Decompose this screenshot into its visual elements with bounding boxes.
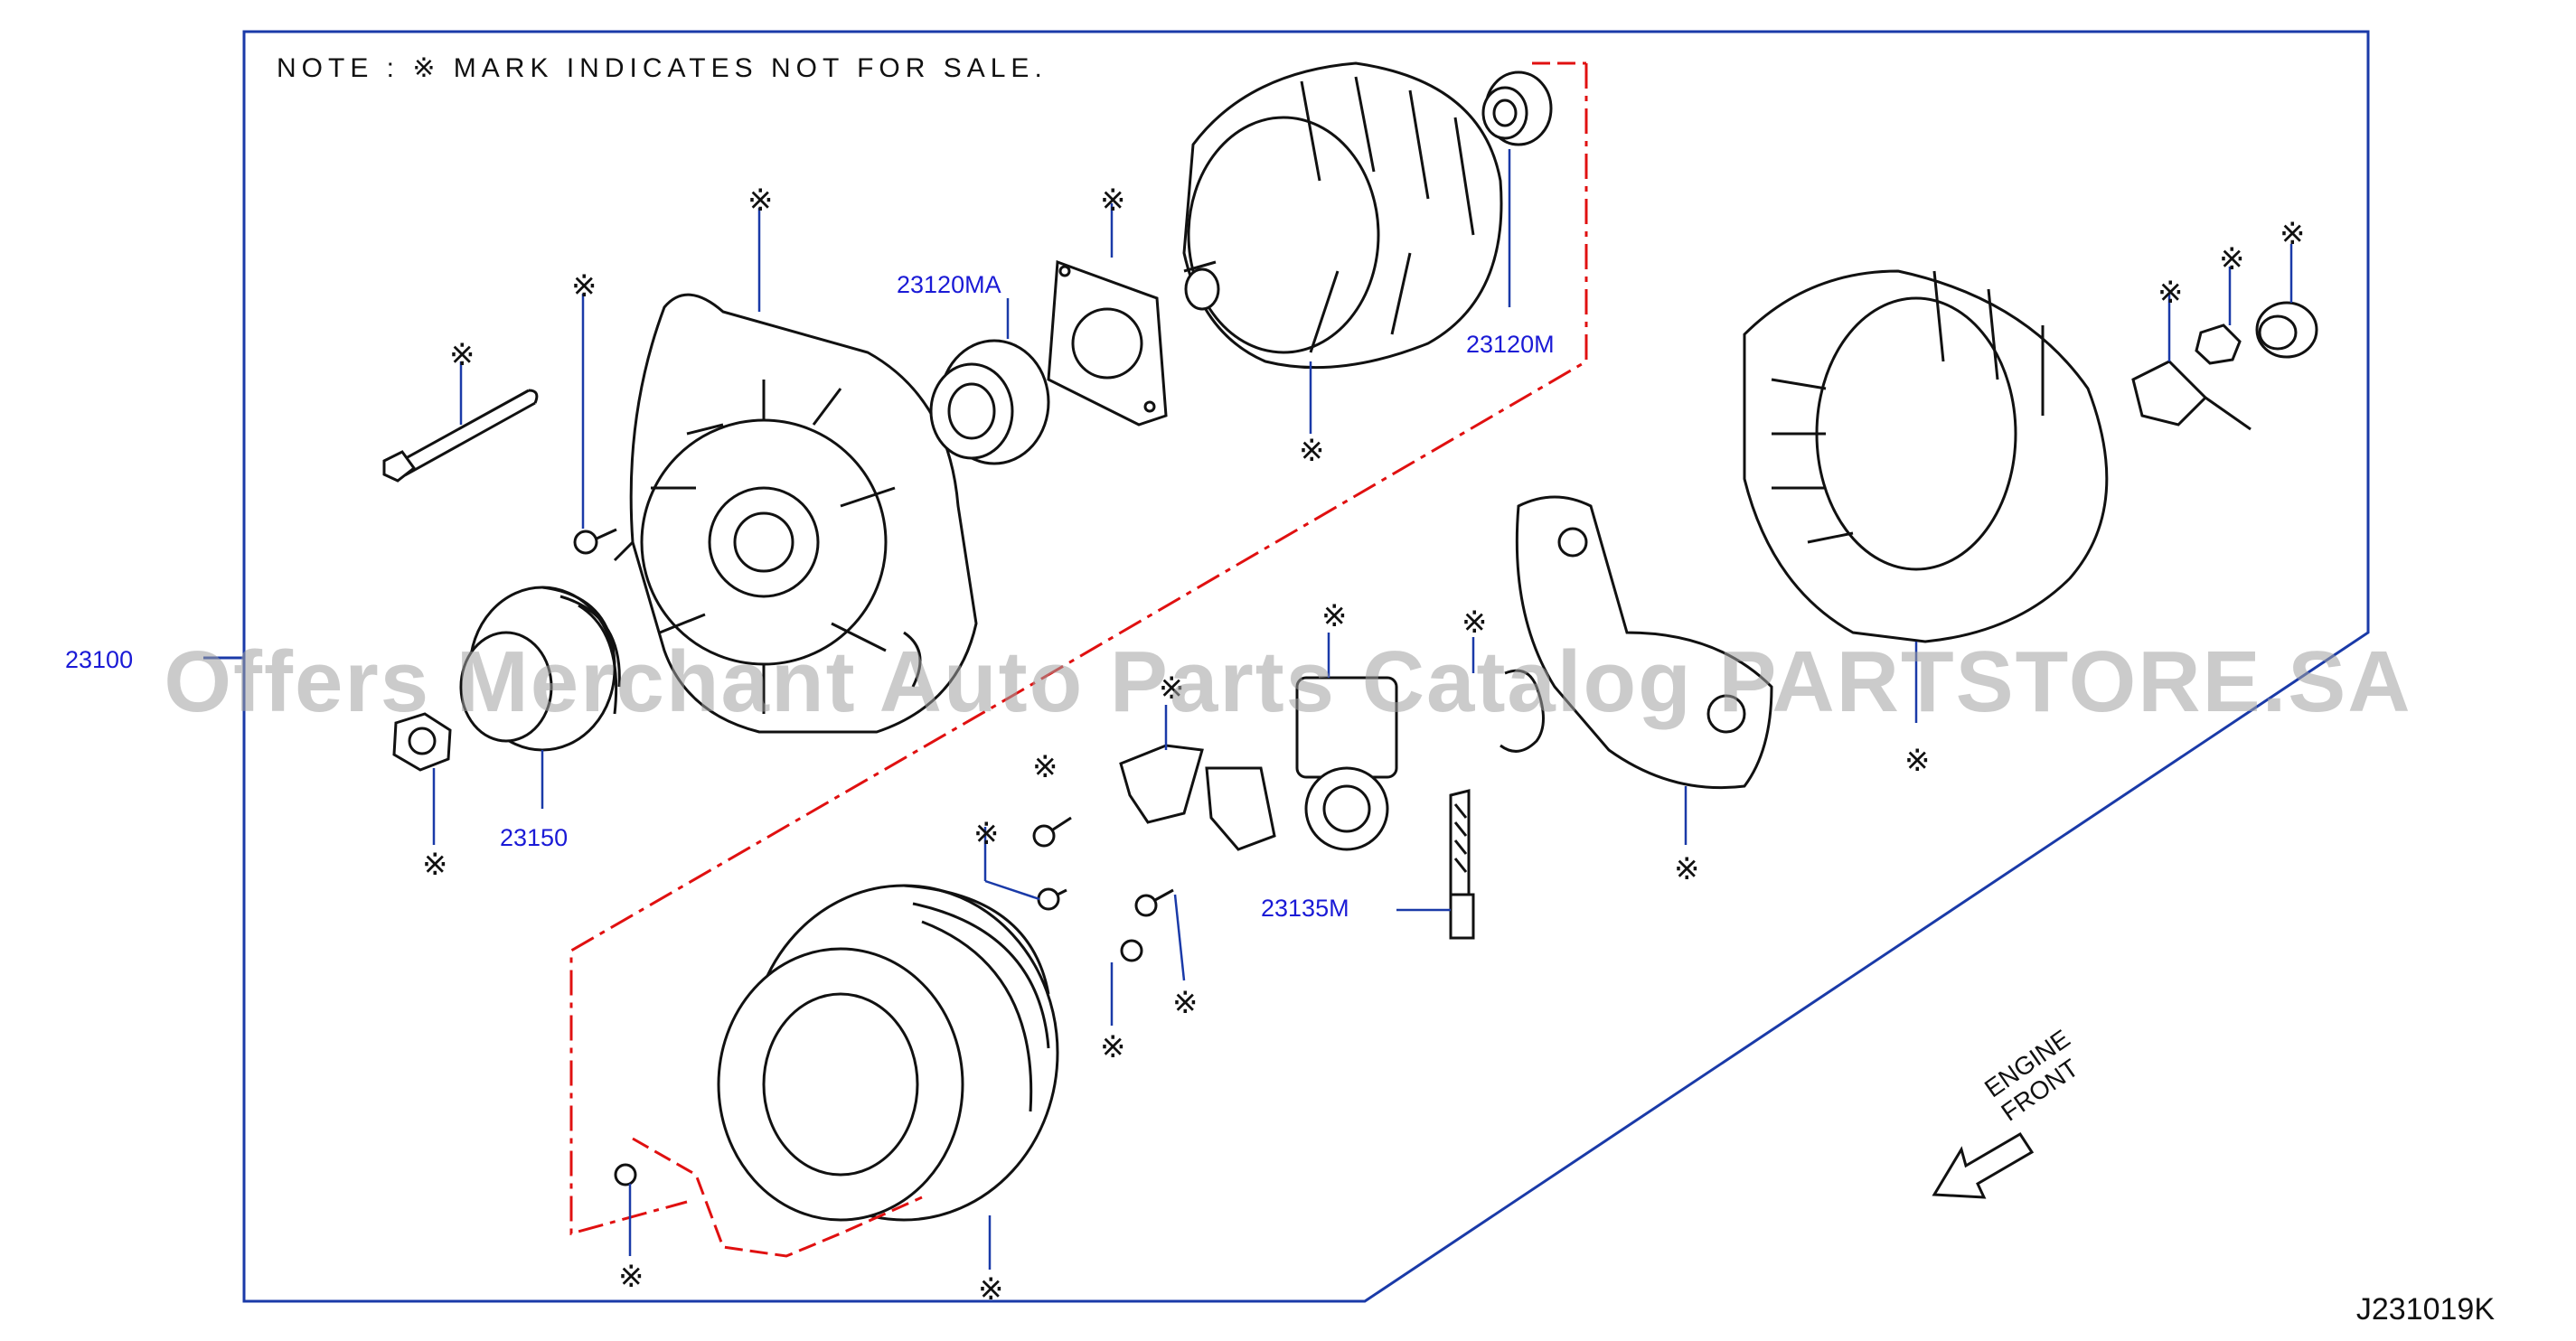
nfs-mark-through-bolt: ※: [449, 337, 475, 373]
nfs-mark-pulley-nut: ※: [422, 847, 448, 883]
front-housing: [613, 293, 978, 734]
nfs-mark-brush-holder: ※: [1159, 670, 1185, 707]
note-text: NOTE : ※ MARK INDICATES NOT FOR SALE.: [277, 53, 1048, 83]
screw-5: [614, 1163, 637, 1186]
terminal-cap: [2255, 301, 2318, 359]
nfs-mark-screw-4: ※: [1100, 1029, 1126, 1065]
rectifier: [1515, 495, 1773, 790]
snap-ring: [1500, 669, 1545, 753]
brush: [1449, 789, 1475, 940]
nfs-mark-screw-5: ※: [618, 1259, 644, 1295]
front-bearing: [929, 339, 1050, 465]
nfs-mark-terminal-cap: ※: [2280, 216, 2306, 252]
engine-front-arrow-icon: [1932, 1131, 2035, 1199]
rotor: [1182, 61, 1503, 370]
terminal-nut: [2195, 324, 2242, 365]
part-number-pulley[interactable]: 23150: [500, 824, 569, 851]
rear-housing: [1743, 269, 2109, 643]
kit-boundary: [569, 63, 1588, 1235]
part-number-assembly[interactable]: 23100: [65, 646, 134, 673]
screw-4: [1120, 939, 1143, 962]
retainer-plate: [1047, 259, 1168, 427]
nfs-mark-terminal-bolt: ※: [2158, 275, 2184, 311]
nfs-mark-housing-screw: ※: [571, 268, 597, 305]
housing-screw: [573, 528, 617, 555]
rear-bearing: [1481, 70, 1553, 146]
screw-3: [1134, 888, 1174, 917]
watermark: Offers Merchant Auto Parts Catalog PARTS…: [164, 633, 2412, 730]
terminal-bolt: [2131, 360, 2252, 431]
nfs-mark-rectifier: ※: [1674, 851, 1700, 887]
nfs-mark-stator: ※: [978, 1271, 1004, 1308]
nfs-mark-rotor: ※: [1299, 433, 1325, 469]
nfs-mark-front-housing: ※: [747, 183, 774, 219]
nfs-mark-regulator: ※: [1321, 598, 1348, 634]
pulley-nut: [392, 712, 452, 772]
nfs-mark-retainer-plate: ※: [1100, 183, 1126, 219]
diagram-code: J231019K: [2355, 1292, 2495, 1327]
leader-lines: [432, 149, 2293, 1270]
part-number-bearing-rear[interactable]: 23120M: [1466, 331, 1555, 358]
nfs-mark-screw-1: ※: [1032, 749, 1058, 785]
nfs-mark-rear-housing: ※: [1904, 743, 1931, 779]
nfs-mark-screw-3: ※: [1172, 985, 1199, 1021]
nfs-mark-terminal-nut: ※: [2219, 241, 2245, 277]
assembly-frame: [242, 30, 2370, 1303]
nfs-mark-snap-ring: ※: [1462, 605, 1488, 641]
screw-1: [1032, 816, 1072, 848]
screw-2: [1037, 887, 1067, 911]
pulley: [459, 586, 621, 752]
part-number-bearing-front[interactable]: 23120MA: [897, 271, 1001, 298]
part-number-brush[interactable]: 23135M: [1261, 895, 1349, 922]
brush-holder: [1119, 744, 1276, 851]
through-bolt: [382, 389, 539, 483]
stator: [717, 884, 1059, 1222]
nfs-mark-screw-2: ※: [973, 816, 1000, 852]
regulator: [1295, 676, 1398, 851]
